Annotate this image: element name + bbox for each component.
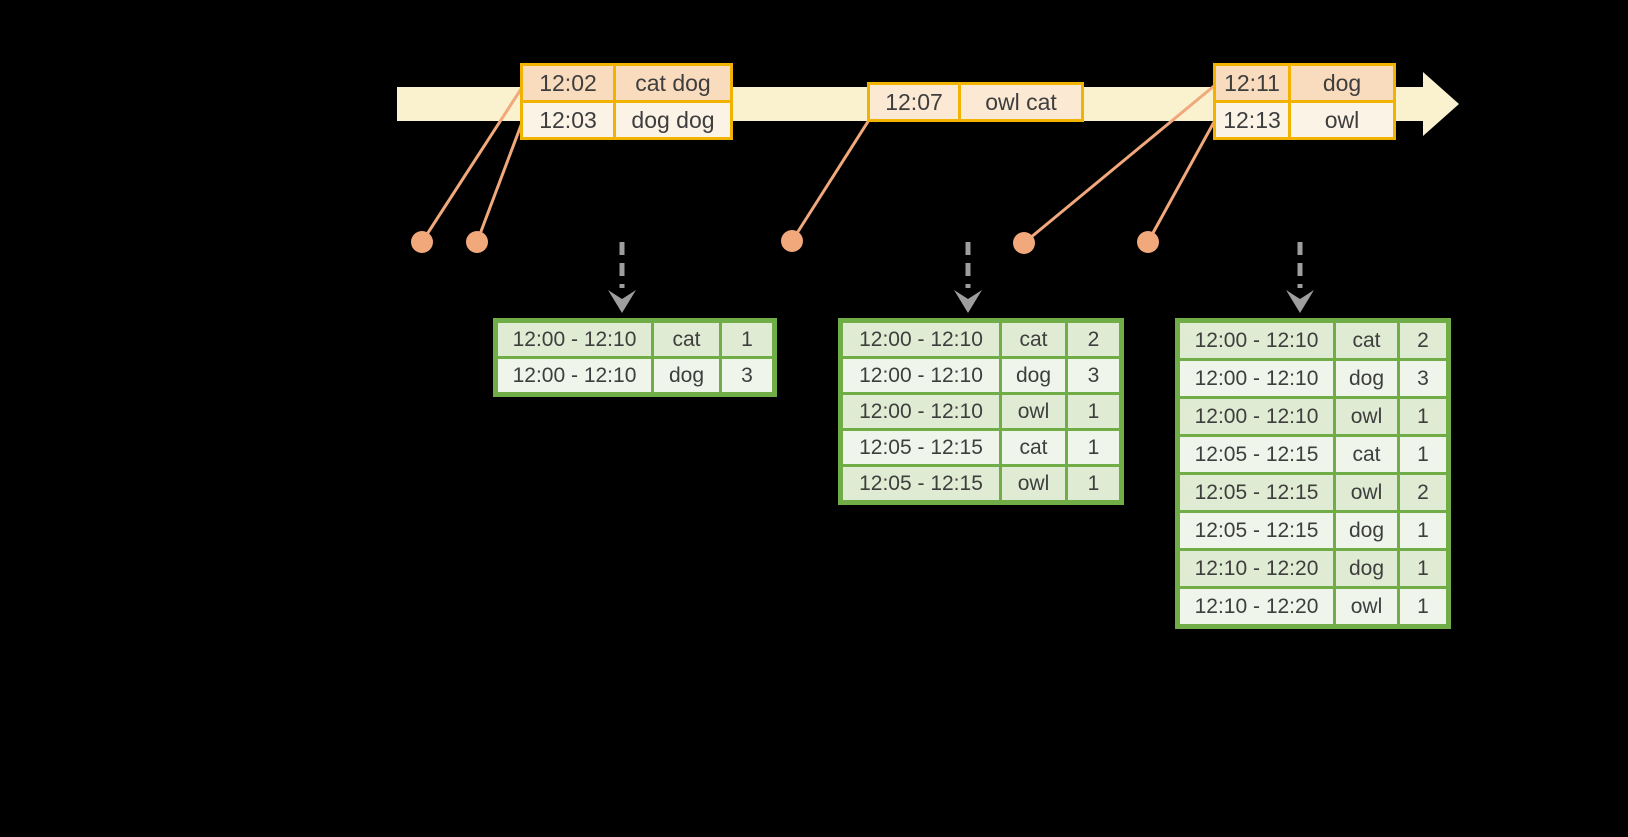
word-cell: owl bbox=[1002, 467, 1065, 500]
result-table-2: 12:00 - 12:10 cat 2 12:00 - 12:10 dog 3 … bbox=[838, 318, 1124, 505]
count-cell: 1 bbox=[1400, 551, 1446, 586]
result-row: 12:10 - 12:20 owl 1 bbox=[1180, 589, 1446, 624]
event-row: 12:11 dog bbox=[1216, 66, 1393, 100]
event-words-cell: cat dog bbox=[616, 66, 730, 100]
result-table-3: 12:00 - 12:10 cat 2 12:00 - 12:10 dog 3 … bbox=[1175, 318, 1451, 629]
result-row: 12:05 - 12:15 owl 1 bbox=[843, 467, 1119, 500]
window-cell: 12:00 - 12:10 bbox=[498, 359, 651, 392]
trigger-arrowhead-icon-3 bbox=[1286, 290, 1314, 313]
window-cell: 12:10 - 12:20 bbox=[1180, 589, 1333, 624]
result-row: 12:00 - 12:10 cat 2 bbox=[843, 323, 1119, 356]
word-cell: owl bbox=[1336, 589, 1397, 624]
event-table-2: 12:07 owl cat bbox=[867, 82, 1084, 122]
event-time-cell: 12:11 bbox=[1216, 66, 1288, 100]
word-cell: dog bbox=[1336, 551, 1397, 586]
window-cell: 12:05 - 12:15 bbox=[843, 431, 999, 464]
window-cell: 12:00 - 12:10 bbox=[1180, 361, 1333, 396]
event-table-3: 12:11 dog 12:13 owl bbox=[1213, 63, 1396, 140]
count-cell: 1 bbox=[1068, 431, 1119, 464]
event-time-cell: 12:03 bbox=[523, 103, 613, 137]
word-cell: cat bbox=[1002, 323, 1065, 356]
connector-line-1203 bbox=[475, 119, 525, 243]
word-cell: dog bbox=[1336, 361, 1397, 396]
word-cell: cat bbox=[654, 323, 719, 356]
event-words-cell: dog bbox=[1291, 66, 1393, 100]
event-time-cell: 12:02 bbox=[523, 66, 613, 100]
event-dot-1202 bbox=[411, 231, 433, 253]
window-cell: 12:05 - 12:15 bbox=[843, 467, 999, 500]
window-cell: 12:10 - 12:20 bbox=[1180, 551, 1333, 586]
count-cell: 2 bbox=[1068, 323, 1119, 356]
word-cell: cat bbox=[1002, 431, 1065, 464]
window-cell: 12:05 - 12:15 bbox=[1180, 513, 1333, 548]
count-cell: 3 bbox=[1400, 361, 1446, 396]
connector-line-1207 bbox=[790, 119, 871, 242]
window-cell: 12:00 - 12:10 bbox=[843, 323, 999, 356]
result-row: 12:10 - 12:20 dog 1 bbox=[1180, 551, 1446, 586]
result-row: 12:00 - 12:10 owl 1 bbox=[1180, 399, 1446, 434]
count-cell: 1 bbox=[1400, 437, 1446, 472]
result-row: 12:00 - 12:10 dog 3 bbox=[1180, 361, 1446, 396]
connector-lines bbox=[420, 84, 1216, 245]
count-cell: 2 bbox=[1400, 323, 1446, 358]
event-row: 12:02 cat dog bbox=[523, 66, 730, 100]
event-dots bbox=[411, 230, 1159, 254]
result-row: 12:00 - 12:10 owl 1 bbox=[843, 395, 1119, 428]
event-dot-1211 bbox=[1013, 232, 1035, 254]
timeline-arrowhead-icon bbox=[1423, 72, 1459, 136]
word-cell: owl bbox=[1336, 399, 1397, 434]
event-row: 12:07 owl cat bbox=[870, 85, 1081, 119]
word-cell: dog bbox=[654, 359, 719, 392]
window-cell: 12:05 - 12:15 bbox=[1180, 437, 1333, 472]
count-cell: 2 bbox=[1400, 475, 1446, 510]
window-cell: 12:00 - 12:10 bbox=[1180, 399, 1333, 434]
event-table-1: 12:02 cat dog 12:03 dog dog bbox=[520, 63, 733, 140]
event-time-cell: 12:07 bbox=[870, 85, 958, 119]
word-cell: dog bbox=[1002, 359, 1065, 392]
count-cell: 1 bbox=[1400, 513, 1446, 548]
count-cell: 1 bbox=[722, 323, 772, 356]
event-row: 12:03 dog dog bbox=[523, 103, 730, 137]
count-cell: 3 bbox=[722, 359, 772, 392]
event-dot-1207 bbox=[781, 230, 803, 252]
event-words-cell: owl bbox=[1291, 103, 1393, 137]
event-dot-1203 bbox=[466, 231, 488, 253]
window-cell: 12:00 - 12:10 bbox=[843, 359, 999, 392]
result-row: 12:00 - 12:10 cat 2 bbox=[1180, 323, 1446, 358]
event-words-cell: owl cat bbox=[961, 85, 1081, 119]
event-time-cell: 12:13 bbox=[1216, 103, 1288, 137]
count-cell: 3 bbox=[1068, 359, 1119, 392]
event-dot-1213 bbox=[1137, 231, 1159, 253]
result-row: 12:00 - 12:10 cat 1 bbox=[498, 323, 772, 356]
count-cell: 1 bbox=[1068, 467, 1119, 500]
event-row: 12:13 owl bbox=[1216, 103, 1393, 137]
connector-line-1213 bbox=[1146, 121, 1216, 243]
event-words-cell: dog dog bbox=[616, 103, 730, 137]
count-cell: 1 bbox=[1068, 395, 1119, 428]
trigger-arrowhead-icon-2 bbox=[954, 290, 982, 313]
window-cell: 12:00 - 12:10 bbox=[498, 323, 651, 356]
count-cell: 1 bbox=[1400, 399, 1446, 434]
window-cell: 12:00 - 12:10 bbox=[1180, 323, 1333, 358]
trigger-arrowheads bbox=[608, 290, 1314, 313]
result-row: 12:00 - 12:10 dog 3 bbox=[498, 359, 772, 392]
result-row: 12:05 - 12:15 cat 1 bbox=[1180, 437, 1446, 472]
connector-line-1202 bbox=[420, 85, 525, 243]
word-cell: owl bbox=[1336, 475, 1397, 510]
result-row: 12:05 - 12:15 dog 1 bbox=[1180, 513, 1446, 548]
word-cell: cat bbox=[1336, 323, 1397, 358]
word-cell: dog bbox=[1336, 513, 1397, 548]
result-row: 12:00 - 12:10 dog 3 bbox=[843, 359, 1119, 392]
result-row: 12:05 - 12:15 owl 2 bbox=[1180, 475, 1446, 510]
trigger-arrowhead-icon-1 bbox=[608, 290, 636, 313]
connector-line-1211 bbox=[1023, 84, 1215, 245]
window-cell: 12:05 - 12:15 bbox=[1180, 475, 1333, 510]
count-cell: 1 bbox=[1400, 589, 1446, 624]
result-row: 12:05 - 12:15 cat 1 bbox=[843, 431, 1119, 464]
word-cell: cat bbox=[1336, 437, 1397, 472]
window-cell: 12:00 - 12:10 bbox=[843, 395, 999, 428]
word-cell: owl bbox=[1002, 395, 1065, 428]
result-table-1: 12:00 - 12:10 cat 1 12:00 - 12:10 dog 3 bbox=[493, 318, 777, 397]
trigger-arrow-lines bbox=[619, 242, 1303, 288]
